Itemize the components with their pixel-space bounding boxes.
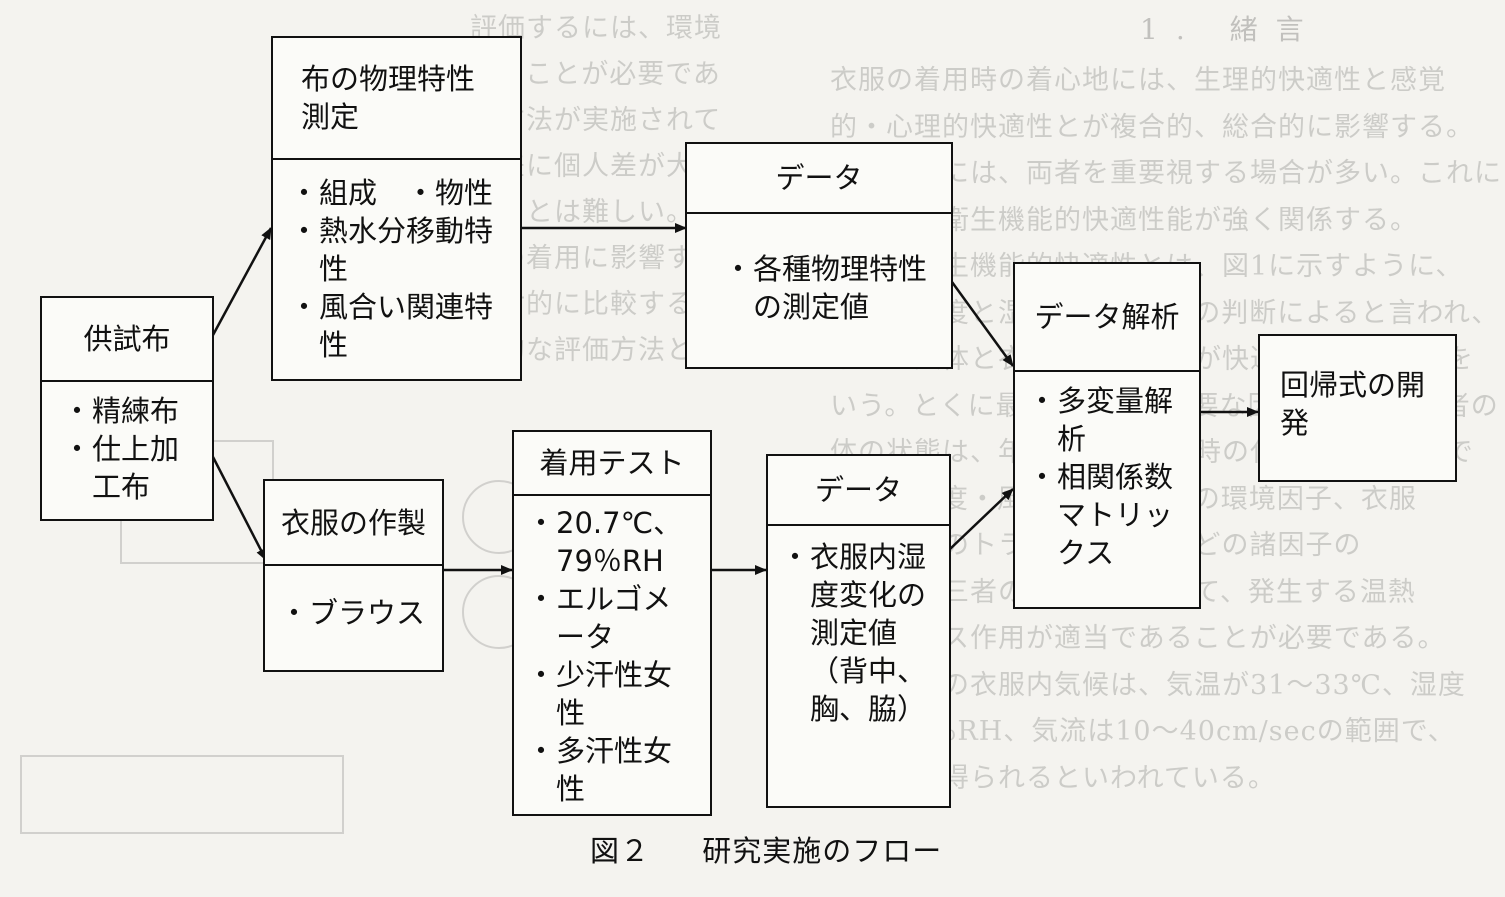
box-item: ・風合い関連特性 bbox=[289, 288, 508, 364]
bullet-mark: ・ bbox=[526, 582, 556, 616]
box-wear-test: 着用テスト ・20.7℃、79％RH・エルゴメータ・少汗性女性・多汗性女性 bbox=[512, 430, 712, 816]
box-title: 衣服の作製 bbox=[265, 481, 442, 566]
box-item-text: 熱水分移動特性 bbox=[319, 214, 494, 286]
box-regression: 回帰式の開発 bbox=[1258, 334, 1457, 482]
box-item-text: 各種物理特性の測定値 bbox=[753, 252, 928, 324]
bullet-mark: ・ bbox=[62, 432, 92, 466]
box-test-fabric: 供試布 ・精練布・仕上加工布 bbox=[40, 296, 214, 521]
box-title: 着用テスト bbox=[514, 432, 710, 496]
bullet-mark: ・ bbox=[289, 290, 319, 324]
box-item: ・多汗性女性 bbox=[526, 732, 698, 808]
arrow-data2-to-analysis bbox=[949, 488, 1014, 550]
box-body: ・各種物理特性の測定値 bbox=[687, 214, 951, 332]
box-title: 供試布 bbox=[42, 298, 212, 382]
box-body: ・20.7℃、79％RH・エルゴメータ・少汗性女性・多汗性女性 bbox=[514, 496, 710, 814]
box-body: ・精練布・仕上加工布 bbox=[42, 382, 212, 512]
arrow-fabric-to-garment bbox=[211, 456, 268, 561]
box-item: ・20.7℃、79％RH bbox=[526, 504, 698, 580]
box-item-text: ブラウス bbox=[309, 596, 426, 630]
box-item: ・熱水分移動特性 bbox=[289, 212, 508, 288]
figure-number: 図２ bbox=[590, 834, 651, 868]
box-title: データ bbox=[687, 144, 951, 214]
figure-caption: 図２ 研究実施のフロー bbox=[590, 828, 942, 870]
box-item-text: 多汗性女性 bbox=[556, 734, 673, 806]
bullet-mark: ・ bbox=[279, 596, 309, 630]
box-data-measurements: データ ・各種物理特性の測定値 bbox=[685, 142, 953, 369]
box-body: 回帰式の開発 bbox=[1260, 336, 1455, 452]
box-item: ・エルゴメータ bbox=[526, 580, 698, 656]
bullet-mark: ・ bbox=[780, 540, 810, 574]
box-item: ・組成 ・物性 bbox=[289, 174, 508, 212]
box-item-text: エルゴメータ bbox=[556, 582, 672, 654]
bullet-mark: ・ bbox=[723, 252, 753, 286]
box-item: ・少汗性女性 bbox=[526, 656, 698, 732]
box-body: ・多変量解析・相関係数マトリックス bbox=[1015, 372, 1199, 578]
box-data-humidity: データ ・衣服内湿度変化の測定値（背中、胸、脇） bbox=[766, 454, 951, 808]
box-body: ・組成 ・物性・熱水分移動特性・風合い関連特性 bbox=[273, 160, 520, 370]
box-data-analysis: データ解析 ・多変量解析・相関係数マトリックス bbox=[1013, 262, 1201, 609]
box-item: ・精練布 bbox=[62, 392, 200, 430]
box-body: ・ブラウス bbox=[265, 566, 442, 638]
box-item-text: 衣服内湿度変化の測定値（背中、胸、脇） bbox=[810, 540, 927, 726]
box-physical-properties: 布の物理特性測定 ・組成 ・物性・熱水分移動特性・風合い関連特性 bbox=[271, 36, 522, 381]
bullet-mark: ・ bbox=[526, 506, 556, 540]
box-item: ・衣服内湿度変化の測定値（背中、胸、脇） bbox=[780, 538, 937, 728]
bullet-mark: ・ bbox=[289, 214, 319, 248]
bullet-mark: ・ bbox=[62, 394, 92, 428]
box-item: ・仕上加工布 bbox=[62, 430, 200, 506]
box-title-text: 布の物理特性測定 bbox=[301, 62, 476, 134]
box-item: ・多変量解析 bbox=[1027, 382, 1187, 458]
box-garment-making: 衣服の作製 ・ブラウス bbox=[263, 479, 444, 672]
box-item: ・相関係数マトリックス bbox=[1027, 458, 1187, 572]
box-title: 布の物理特性測定 bbox=[273, 38, 520, 160]
arrow-data1-to-analysis bbox=[950, 281, 1015, 367]
box-title-text: 回帰式の開発 bbox=[1280, 368, 1426, 440]
box-item-text: 仕上加工布 bbox=[92, 432, 180, 504]
box-title: データ解析 bbox=[1015, 264, 1199, 372]
box-item: ・各種物理特性の測定値 bbox=[723, 250, 939, 326]
box-item-text: 少汗性女性 bbox=[556, 658, 673, 730]
box-title: データ bbox=[768, 456, 949, 526]
bullet-mark: ・ bbox=[289, 176, 319, 210]
box-item: ・ブラウス bbox=[279, 594, 430, 632]
box-item-text: 相関係数マトリックス bbox=[1057, 460, 1174, 570]
box-item-text: 20.7℃、79％RH bbox=[556, 506, 683, 578]
bullet-mark: ・ bbox=[526, 658, 556, 692]
bullet-mark: ・ bbox=[526, 734, 556, 768]
box-item-text: 風合い関連特性 bbox=[319, 290, 494, 362]
box-item-text: 精練布 bbox=[92, 394, 180, 428]
box-body: ・衣服内湿度変化の測定値（背中、胸、脇） bbox=[768, 526, 949, 734]
box-item-text: 組成 ・物性 bbox=[319, 176, 494, 210]
box-item-text: 多変量解析 bbox=[1057, 384, 1174, 456]
bullet-mark: ・ bbox=[1027, 384, 1057, 418]
figure-caption-text: 研究実施のフロー bbox=[702, 834, 943, 868]
arrow-fabric-to-physical bbox=[211, 227, 273, 336]
bullet-mark: ・ bbox=[1027, 460, 1057, 494]
